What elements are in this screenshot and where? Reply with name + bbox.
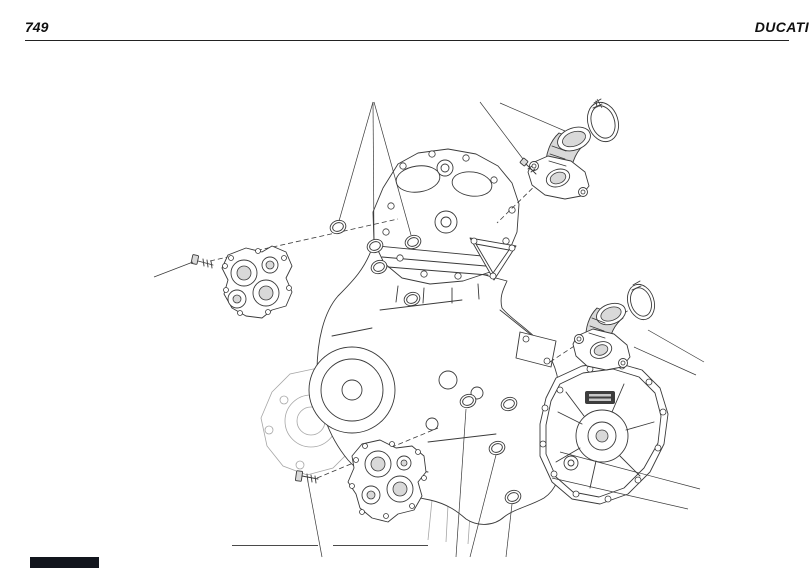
intake-manifold-front (572, 302, 631, 371)
page-model-number: 749 (25, 19, 49, 35)
cam-cover-left (221, 245, 293, 319)
leader-lines (153, 98, 705, 558)
o-ring (403, 291, 421, 307)
intake-manifold-top (527, 126, 591, 200)
o-ring (366, 238, 384, 254)
footer-black-tab (30, 557, 99, 568)
o-ring (488, 440, 506, 456)
clamp-band-top (587, 98, 619, 143)
screw-top (519, 157, 537, 175)
page-header: 749 DUCATI (25, 19, 809, 35)
o-ring (459, 393, 477, 409)
cover-label-badge (585, 391, 615, 404)
footer-line-segment (333, 545, 428, 546)
o-ring (404, 234, 422, 250)
cylinder-head (372, 148, 520, 285)
cam-cover-bottom (347, 439, 427, 523)
o-ring (500, 396, 518, 412)
screw-bottom (295, 470, 319, 484)
clutch-cover (539, 361, 669, 505)
footer-line-segment (232, 545, 318, 546)
o-ring (504, 489, 522, 505)
o-ring (370, 259, 388, 275)
clamp-band-front (626, 280, 656, 321)
brand-logo-text: DUCATI (754, 19, 809, 35)
header-rule (25, 40, 789, 41)
o-rings (329, 219, 522, 505)
screw-left (190, 254, 214, 269)
o-ring (329, 219, 347, 235)
